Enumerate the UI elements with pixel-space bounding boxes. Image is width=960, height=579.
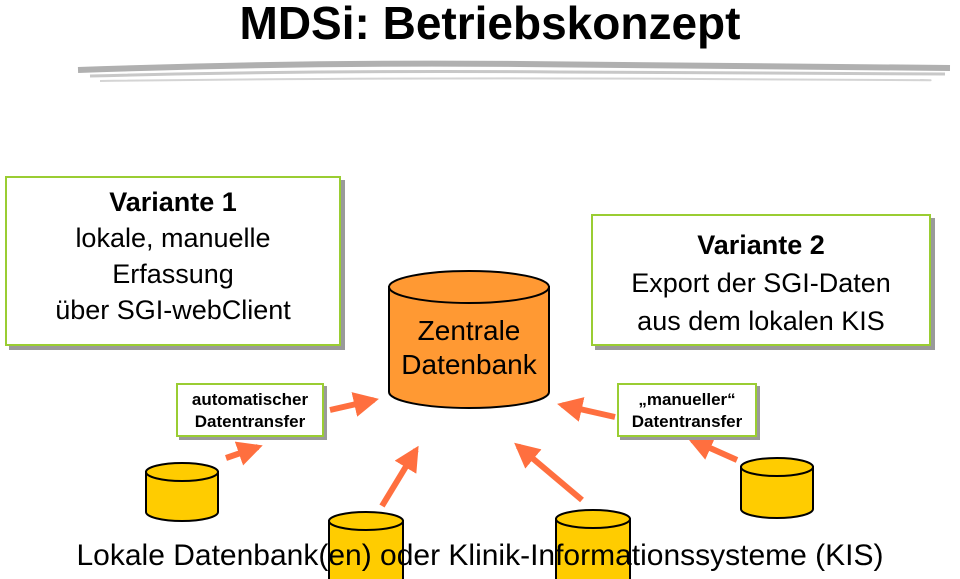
auto-transfer-line: Datentransfer bbox=[194, 412, 306, 431]
auto-transfer-line: automatischer bbox=[191, 390, 309, 409]
manual-transfer-line: Datentransfer bbox=[631, 412, 743, 431]
arrow-local1-to-auto bbox=[225, 441, 263, 466]
central-database-icon bbox=[388, 270, 550, 409]
manual-transfer-line: „manueller“ bbox=[638, 390, 736, 409]
central-database-label-line: Datenbank bbox=[401, 349, 537, 380]
local-database-icon bbox=[328, 511, 404, 579]
arrow-variant1-to-central bbox=[329, 392, 379, 417]
variant2-line: Export der SGI-Daten bbox=[631, 268, 891, 298]
variant1-line: lokale, manuelle bbox=[75, 223, 271, 253]
page-title: MDSi: Betriebskonzept bbox=[239, 0, 741, 49]
bottom-caption: Lokale Datenbank(en) oder Klinik-Informa… bbox=[76, 539, 884, 572]
variant1-box: Variante 1 lokale, manuelle Erfassung üb… bbox=[5, 176, 341, 346]
variant2-heading: Variante 2 bbox=[697, 230, 825, 260]
local-database-icon bbox=[740, 457, 814, 519]
manual-transfer-box: „manueller“ Datentransfer bbox=[617, 383, 757, 437]
title-underline bbox=[77, 60, 951, 82]
arrow-local4-to-manual bbox=[687, 436, 739, 463]
local-database-icon bbox=[555, 509, 631, 579]
variant1-line: Erfassung bbox=[112, 259, 234, 289]
arrow-manual-to-central bbox=[557, 397, 616, 422]
local-database-icon bbox=[145, 462, 219, 522]
central-database-label: Zentrale Datenbank bbox=[388, 314, 550, 382]
variant2-box: Variante 2 Export der SGI-Daten aus dem … bbox=[591, 214, 931, 346]
central-database-label-line: Zentrale bbox=[417, 315, 521, 346]
arrow-local3-to-central bbox=[514, 442, 584, 503]
auto-transfer-box: automatischer Datentransfer bbox=[176, 383, 324, 437]
variant2-line: aus dem lokalen KIS bbox=[637, 306, 885, 336]
variant1-line: über SGI-webClient bbox=[55, 295, 291, 325]
arrow-local2-to-central bbox=[379, 445, 419, 508]
variant1-heading: Variante 1 bbox=[109, 187, 237, 217]
